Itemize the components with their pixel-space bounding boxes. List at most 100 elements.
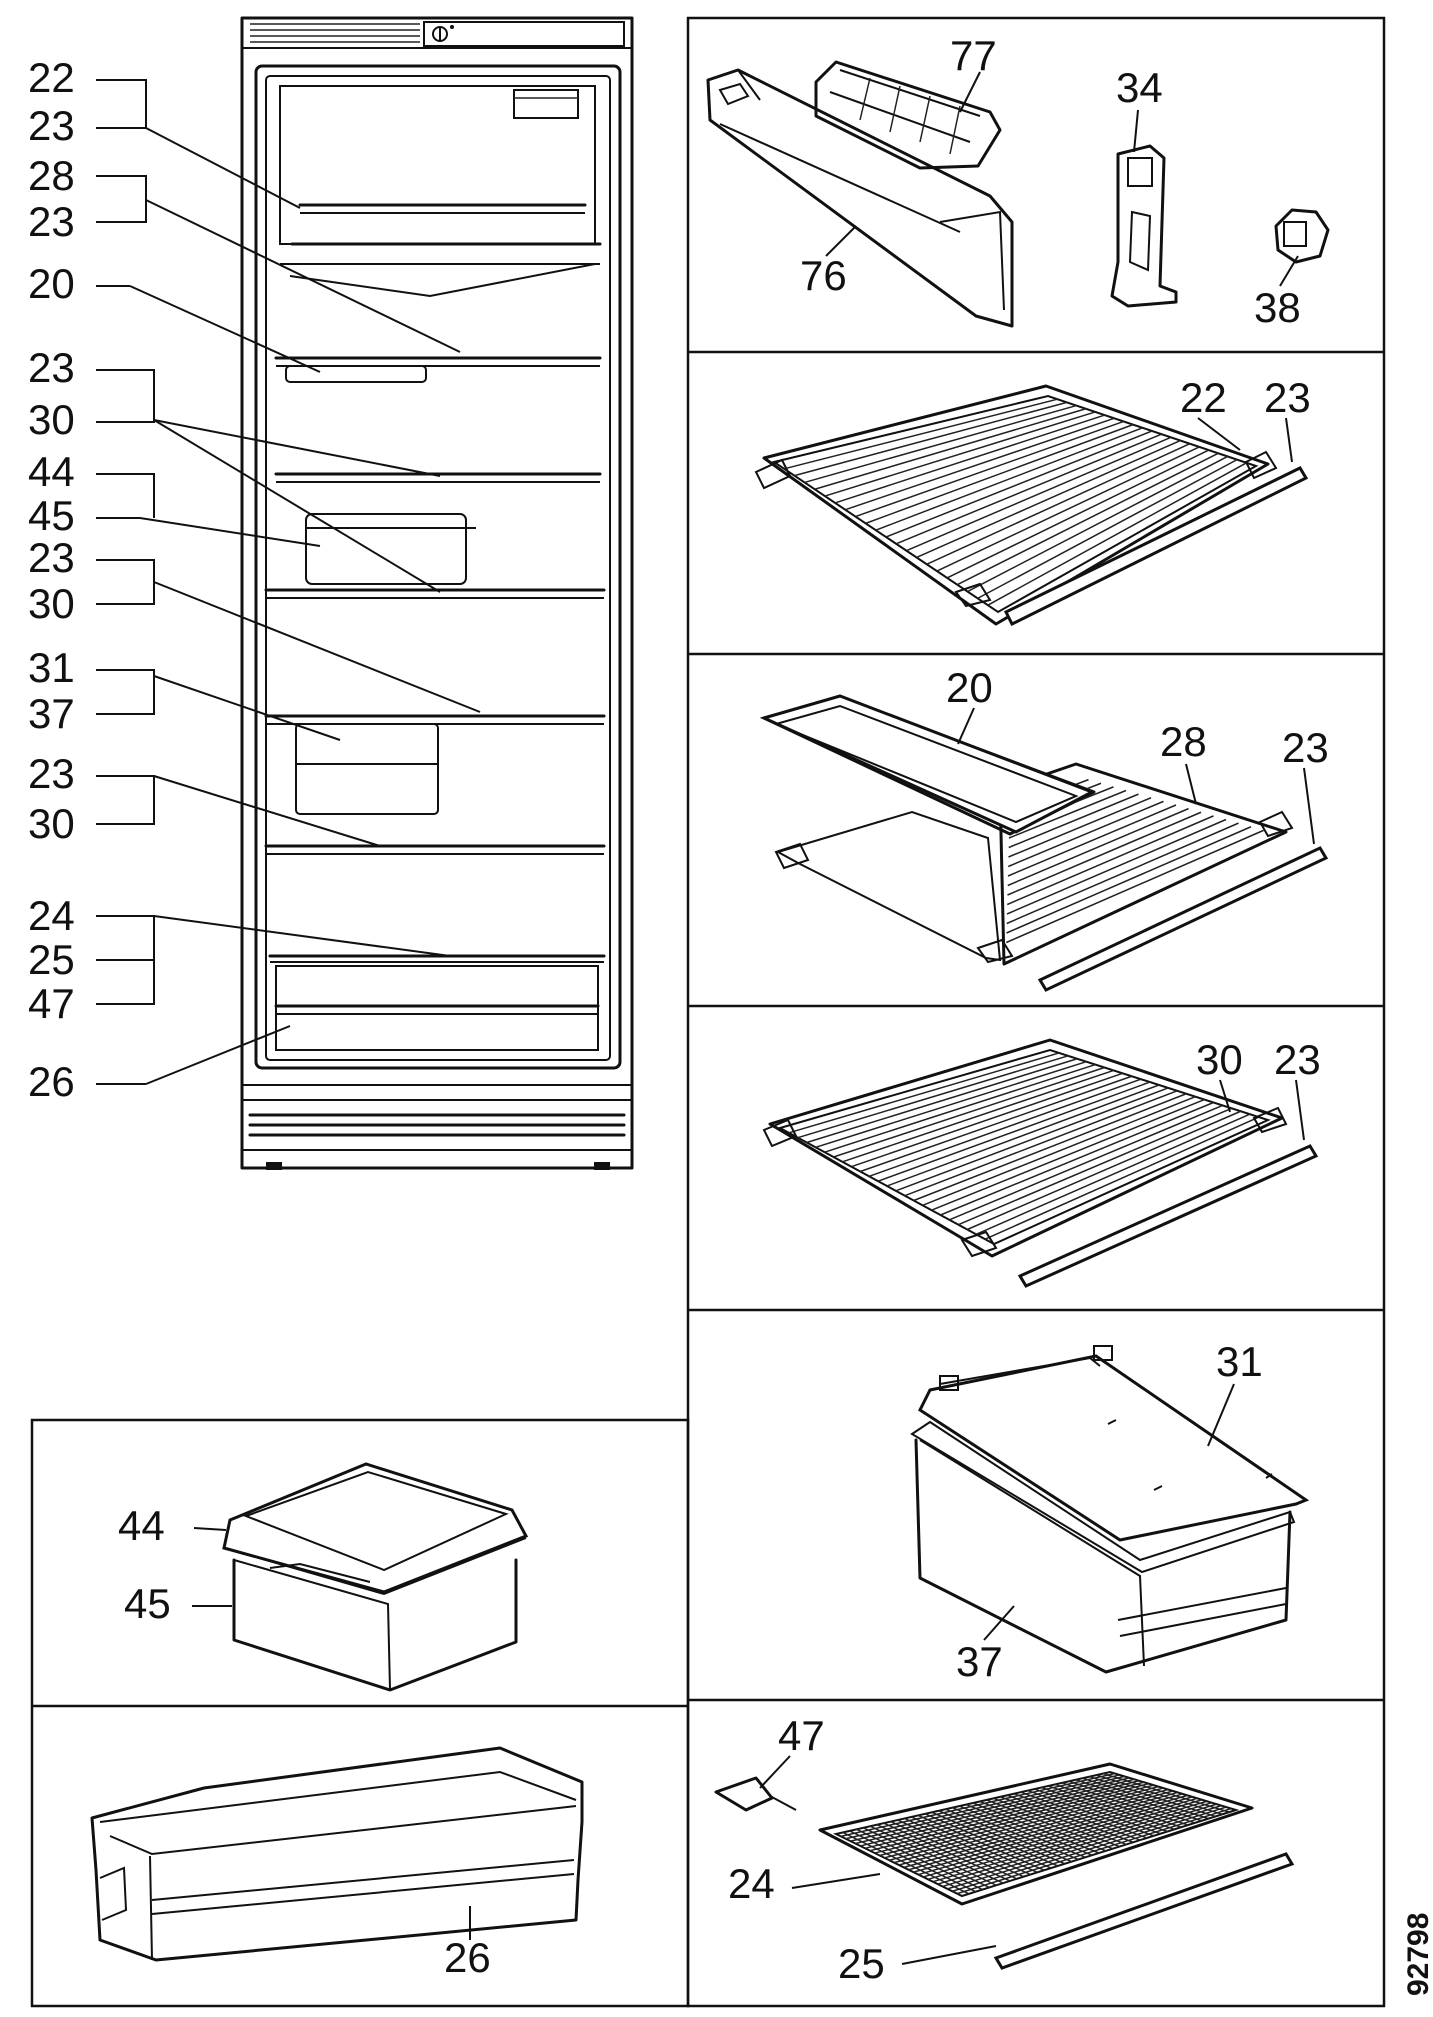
wire-rib [945, 1808, 1072, 1863]
wire-rib [1007, 804, 1177, 877]
wire-rib [885, 430, 1153, 538]
wire-rib [979, 1800, 1107, 1852]
label-30: 30 [28, 800, 75, 847]
label-34: 34 [1116, 64, 1163, 111]
label-25: 25 [28, 936, 75, 983]
label-24: 24 [28, 892, 75, 939]
panel-wire-shelf-22: 22 23 [754, 374, 1311, 627]
wire-rib [931, 1811, 1059, 1867]
wire-rib [797, 1055, 1069, 1139]
label-23: 23 [28, 534, 75, 581]
wire-rib [1013, 1792, 1141, 1841]
wire-rib [824, 1063, 1096, 1153]
wire-rib [1054, 1783, 1182, 1828]
label-23: 23 [28, 344, 75, 391]
wire-rib [890, 1820, 1018, 1880]
label-20: 20 [28, 260, 75, 307]
wire-rib [868, 1078, 1142, 1178]
wire-rib [986, 1799, 1113, 1850]
wire-rib [834, 414, 1105, 504]
wire-rib [783, 398, 1058, 470]
wire-rib [958, 1107, 1232, 1226]
wire-rib [1007, 800, 1164, 868]
wire-rib [1041, 1786, 1168, 1833]
wire-rib [1006, 826, 1252, 934]
wire-rib [949, 1104, 1223, 1221]
wire-rib [824, 411, 1096, 497]
wire-rib [913, 1093, 1187, 1202]
wire-rib [975, 1113, 1251, 1236]
wire-rib [1007, 807, 1189, 887]
wire-rib [940, 1101, 1214, 1216]
wire-rib [993, 1797, 1120, 1848]
label-30: 30 [1196, 1036, 1243, 1083]
wire-rib [833, 1066, 1105, 1158]
wire-rib [952, 1806, 1079, 1861]
wire-rib [1027, 1789, 1155, 1837]
wire-rib [1008, 789, 1127, 839]
wire-rib [1006, 1794, 1134, 1843]
wire-rib [895, 1087, 1169, 1192]
wire-rib [1075, 1779, 1202, 1822]
panel-storage-box: 44 45 [118, 1462, 529, 1692]
wire-rib [895, 433, 1162, 545]
wire-rib [814, 408, 1087, 490]
wire-rib [877, 1081, 1151, 1182]
wire-rib [926, 443, 1191, 565]
label-30: 30 [28, 396, 75, 443]
wire-rib [965, 1803, 1093, 1856]
wire-rib [1082, 1777, 1209, 1820]
wire-rib [911, 1816, 1038, 1874]
wire-rib [917, 1814, 1045, 1871]
label-30: 30 [28, 580, 75, 627]
label-23: 23 [1282, 724, 1329, 771]
wire-rib [1006, 822, 1239, 925]
label-23: 23 [28, 198, 75, 245]
label-45: 45 [28, 492, 75, 539]
panel-wire-shelf-30: 30 23 [762, 1036, 1321, 1288]
wire-rib [1006, 818, 1227, 915]
drawing-code: 92798 [1402, 1913, 1433, 1996]
wire-rib [1005, 829, 1264, 944]
label-38: 38 [1254, 284, 1301, 331]
label-44: 44 [28, 448, 75, 495]
wire-rib [904, 1090, 1178, 1197]
wire-rib [869, 1825, 997, 1886]
wire-rib [856, 1828, 983, 1891]
wire-rib [1000, 1796, 1127, 1846]
wire-rib [966, 1110, 1242, 1231]
wire-rib [977, 458, 1238, 600]
wire-rib [987, 462, 1247, 606]
label-37: 37 [956, 1638, 1003, 1685]
panel-frames [30, 16, 1386, 2008]
wire-rib [984, 1116, 1260, 1240]
wire-rib [1020, 1791, 1148, 1839]
wire-rib [938, 1810, 1066, 1865]
label-23: 23 [28, 102, 75, 149]
wire-rib [855, 420, 1124, 518]
wire-rib [1068, 1780, 1196, 1824]
wire-rib [845, 417, 1115, 511]
label-77: 77 [950, 32, 997, 79]
wire-rib [1008, 797, 1152, 858]
wire-rib [1034, 1788, 1161, 1835]
wire-rib [1096, 1774, 1223, 1816]
label-23: 23 [28, 750, 75, 797]
wire-rib [804, 404, 1077, 484]
wire-rib [851, 1072, 1123, 1168]
panel-shelf-tray: 20 28 23 [759, 664, 1329, 992]
wire-rib [946, 449, 1210, 579]
label-23: 23 [1274, 1036, 1321, 1083]
wire-rib [1006, 815, 1214, 906]
label-28: 28 [1160, 718, 1207, 765]
wire-rib [860, 1075, 1132, 1173]
label-31: 31 [28, 644, 75, 691]
wire-rib [1102, 1772, 1230, 1813]
label-47: 47 [28, 980, 75, 1027]
label-22: 22 [1180, 374, 1227, 421]
wire-rib [931, 1098, 1205, 1211]
panel-door-tray: 77 34 76 38 [706, 32, 1330, 331]
wire-rib [1008, 793, 1139, 849]
wire-rib [1089, 1775, 1216, 1818]
